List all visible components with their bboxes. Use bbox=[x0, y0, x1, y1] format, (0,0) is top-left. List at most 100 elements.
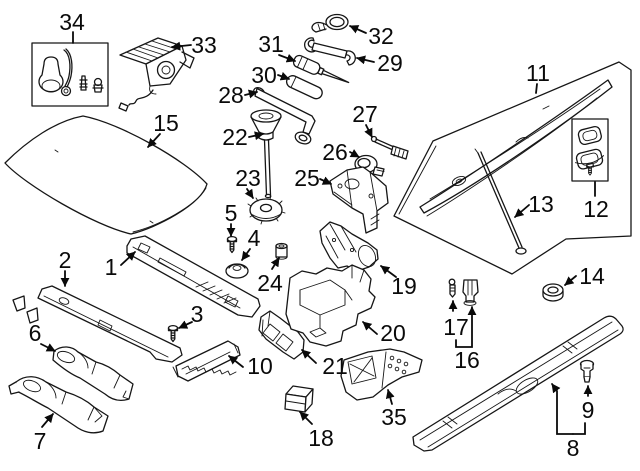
leader-arrow bbox=[270, 257, 280, 270]
callout-cap: 24 bbox=[257, 257, 283, 296]
callout-liftgate-trim-panel: 11 bbox=[526, 60, 550, 94]
part-number-label: 25 bbox=[294, 165, 320, 191]
callout-support-rod: 13 bbox=[514, 191, 554, 218]
part-number-label: 5 bbox=[225, 200, 238, 226]
callout-cargo-mat: 15 bbox=[147, 110, 179, 148]
leader-arrow bbox=[40, 343, 56, 352]
leader-arrow bbox=[278, 53, 296, 63]
drawing-cargo-mat bbox=[4, 115, 208, 235]
callout-jack-knob: 23 bbox=[235, 165, 261, 199]
part-number-label: 32 bbox=[368, 23, 394, 49]
leader-arrow bbox=[514, 204, 530, 218]
callout-clip-cap: 4 bbox=[241, 225, 261, 261]
drawing-sill-support-panel bbox=[12, 285, 183, 363]
drawing-lock-pin bbox=[448, 278, 456, 298]
callout-gasket-kit: 12 bbox=[583, 181, 609, 222]
drawing-foam-tool-tray bbox=[285, 264, 376, 347]
part-number-label: 20 bbox=[380, 320, 406, 346]
drawing-screw-3 bbox=[167, 324, 179, 343]
part-number-label: 15 bbox=[153, 110, 179, 136]
leader-arrow bbox=[228, 355, 244, 368]
part-number-label: 16 bbox=[454, 347, 480, 373]
drawing-cap bbox=[275, 242, 288, 260]
drawing-hook-tool bbox=[370, 135, 409, 160]
part-number-label: 31 bbox=[258, 31, 284, 57]
leader-arrow bbox=[349, 149, 360, 158]
leader-arrow bbox=[349, 25, 367, 34]
leader-arrow bbox=[380, 265, 397, 278]
power-plug bbox=[118, 102, 129, 112]
drawing-liftgate-trim-panel bbox=[393, 61, 632, 275]
callout-jack-bracket: 25 bbox=[294, 165, 332, 191]
part-number-label: 35 bbox=[381, 404, 407, 430]
valve-core bbox=[79, 75, 88, 91]
drawing-latch bbox=[462, 279, 479, 306]
part-number-label: 19 bbox=[391, 273, 417, 299]
part-number-label: 11 bbox=[526, 60, 550, 86]
callout-jack-spindle: 22 bbox=[222, 124, 264, 150]
drawing-air-compressor bbox=[118, 37, 195, 112]
part-number-label: 22 bbox=[222, 124, 248, 150]
part-number-label: 8 bbox=[567, 435, 580, 461]
drawing-lug-wrench bbox=[253, 87, 316, 145]
callout-lock-pin: 17 bbox=[443, 300, 469, 340]
part-number-label: 24 bbox=[257, 270, 283, 296]
part-number-label: 21 bbox=[322, 353, 348, 379]
drawing-rear-sill-plate bbox=[126, 235, 261, 318]
callout-relay-box: 18 bbox=[299, 411, 334, 451]
leader-arrow bbox=[299, 411, 313, 425]
part-number-label: 14 bbox=[579, 263, 605, 289]
callout-rivet: 9 bbox=[582, 385, 595, 423]
callout-support-bracket: 19 bbox=[380, 265, 417, 299]
leader-line bbox=[535, 83, 538, 94]
callout-side-trim-rear: 7 bbox=[34, 413, 54, 454]
part-number-label: 33 bbox=[191, 32, 217, 58]
callout-foam-tool-tray: 20 bbox=[362, 320, 406, 346]
callout-rear-sill-plate: 1 bbox=[105, 251, 136, 280]
callout-handle-cover: 26 bbox=[322, 139, 360, 165]
callout-screw-lower: 3 bbox=[178, 301, 203, 329]
part-number-label: 28 bbox=[218, 82, 244, 108]
leader-arrow bbox=[120, 251, 136, 266]
callout-mount-bracket: 21 bbox=[301, 349, 348, 379]
part-number-label: 12 bbox=[583, 196, 609, 222]
sealant-bottle bbox=[38, 56, 64, 93]
drawing-jack-bracket bbox=[329, 166, 389, 234]
drawing-support-bracket bbox=[319, 221, 379, 272]
leader-arrow bbox=[364, 124, 373, 138]
part-number-label: 1 bbox=[105, 254, 118, 280]
drawing-relay-box bbox=[284, 385, 314, 413]
part-number-label: 4 bbox=[248, 225, 261, 251]
drawing-serrated-bracket bbox=[172, 340, 241, 382]
drawing-side-trim-front bbox=[52, 346, 134, 401]
drawing-open-end-wrench bbox=[303, 37, 356, 66]
callout-air-compressor: 33 bbox=[171, 32, 217, 58]
leader-line bbox=[572, 422, 586, 435]
drawing-extension-tube bbox=[285, 75, 323, 100]
callout-tow-hook: 32 bbox=[349, 23, 394, 49]
part-number-label: 17 bbox=[443, 314, 469, 340]
part-number-label: 2 bbox=[59, 247, 72, 273]
leader-arrow bbox=[244, 188, 254, 199]
part-number-label: 23 bbox=[235, 165, 261, 191]
part-number-label: 9 bbox=[582, 397, 595, 423]
drawing-support-rod bbox=[474, 148, 527, 255]
callout-extension-tube: 30 bbox=[251, 62, 290, 88]
callout-screw-upper: 5 bbox=[225, 200, 238, 237]
callout-latch-assembly: 16 bbox=[454, 306, 480, 373]
callout-hook-tool: 27 bbox=[352, 101, 378, 138]
leader-arrow bbox=[301, 349, 317, 364]
leader-arrow bbox=[277, 71, 290, 81]
power-cord bbox=[128, 89, 154, 106]
callout-sill-support-panel: 2 bbox=[59, 247, 72, 287]
drawing-screw-5 bbox=[226, 235, 238, 254]
leader-arrow bbox=[564, 275, 577, 286]
part-number-label: 10 bbox=[247, 353, 273, 379]
callout-open-end-wrench: 29 bbox=[356, 50, 403, 76]
drawing-side-trim-rear bbox=[8, 376, 109, 434]
leader-arrow bbox=[455, 306, 477, 348]
drawing-grommet bbox=[542, 283, 564, 302]
leader-arrow bbox=[319, 176, 332, 185]
part-number-label: 13 bbox=[528, 191, 554, 217]
